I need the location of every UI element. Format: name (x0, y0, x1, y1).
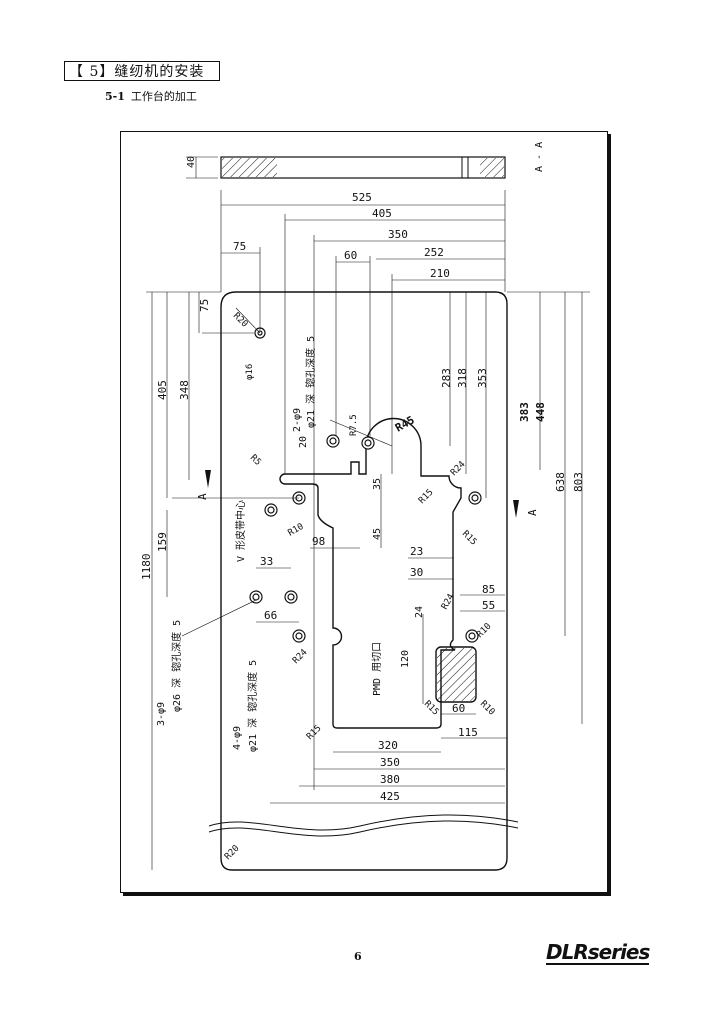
page-number: 6 (354, 950, 362, 963)
radius-r24-lower: R24 (291, 648, 310, 667)
dim-448: 448 (534, 402, 547, 422)
hole-label-phi26: φ26 深 锪孔深度 5 (170, 620, 183, 712)
dim-35: 35 (372, 478, 383, 490)
dim-638: 638 (554, 472, 567, 492)
dim-283: 283 (440, 368, 453, 388)
radius-r20-top: R20 (231, 311, 250, 330)
brand-logo: DLRseries (546, 940, 650, 965)
radius-r10-left: R10 (287, 522, 306, 539)
drawing-frame (120, 131, 608, 893)
dim-85: 85 (482, 583, 495, 596)
break-line-2 (208, 820, 519, 837)
dim-210: 210 (430, 267, 450, 280)
radius-r15-bottom: R15 (305, 724, 324, 743)
hole-label-phi16: φ16 (245, 364, 255, 380)
hole-label-phi21-a: φ21 深 锪孔深度 5 (304, 336, 317, 428)
radius-r15-upper: R15 (417, 488, 436, 507)
dim-45: 45 (372, 528, 383, 540)
radius-r15-lower: R15 (422, 699, 441, 718)
hole-label-phi21-b: φ21 深 锪孔深度 5 (246, 660, 259, 752)
dim-20: 20 (298, 436, 309, 448)
dim-66: 66 (264, 609, 277, 622)
subsection-number: 5-1 (105, 90, 125, 103)
dim-425: 425 (380, 790, 400, 803)
break-line (208, 814, 519, 831)
dim-60-inner: 60 (452, 702, 465, 715)
note-pmd-cutout: PMD 用切口 (371, 642, 383, 696)
dim-320: 320 (378, 739, 398, 752)
radius-r24-right: R24 (440, 592, 457, 611)
dim-1180: 1180 (140, 554, 153, 581)
section-view (186, 156, 506, 179)
dim-55: 55 (482, 599, 495, 612)
dim-30: 30 (410, 566, 423, 579)
dim-405-left: 405 (156, 380, 169, 400)
dim-525: 525 (352, 191, 372, 204)
dim-348: 348 (178, 380, 191, 400)
dim-405-top: 405 (372, 207, 392, 220)
dim-75-left: 75 (198, 299, 211, 312)
dim-75-top: 75 (233, 240, 246, 253)
dim-252: 252 (424, 246, 444, 259)
dim-803: 803 (572, 472, 585, 492)
dim-353: 353 (476, 368, 489, 388)
dim-318: 318 (456, 368, 469, 388)
note-belt-center: V 形皮带中心 (234, 500, 247, 562)
hole-label-4phi9: 4-φ9 (232, 726, 243, 750)
subsection-text: 工作台的加工 (130, 90, 197, 103)
dim-24-inner: 24 (414, 606, 425, 618)
dim-33: 33 (260, 555, 273, 568)
machine-cutout (279, 417, 477, 729)
view-mark-right: A (526, 509, 539, 516)
dim-383: 383 (518, 402, 531, 422)
dim-23: 23 (410, 545, 423, 558)
dim-120: 120 (400, 650, 411, 668)
thickness-dim: 40 (186, 156, 197, 168)
dim-60-top: 60 (344, 249, 357, 262)
radius-r24-upper: R24 (449, 460, 468, 479)
dim-350-top: 350 (388, 228, 408, 241)
view-mark-left: A (196, 493, 209, 500)
radius-r5: R5 (248, 453, 263, 468)
hole-label-3phi9: 3-φ9 (156, 702, 167, 726)
dim-115: 115 (458, 726, 478, 739)
radius-r45: R45 (393, 413, 417, 434)
section-title: 【 5】缝纫机的安装 (64, 61, 220, 81)
radius-r7-5: R7.5 (349, 414, 359, 436)
dim-159: 159 (156, 532, 169, 552)
table-outline (220, 291, 508, 871)
radius-r10-lower: R10 (478, 699, 497, 718)
holes (249, 327, 482, 643)
radius-r20-bottom: R20 (223, 844, 242, 863)
subsection-title: 5-1 工作台的加工 (105, 88, 197, 104)
hole-label-2phi9: 2-φ9 (292, 408, 303, 432)
dim-98: 98 (312, 535, 325, 548)
dimension-lines (146, 190, 590, 870)
section-label: A - A (534, 142, 545, 172)
view-arrows (205, 470, 519, 518)
dim-380: 380 (380, 773, 400, 786)
dim-350-bottom: 350 (380, 756, 400, 769)
radius-r15-right: R15 (460, 529, 479, 548)
